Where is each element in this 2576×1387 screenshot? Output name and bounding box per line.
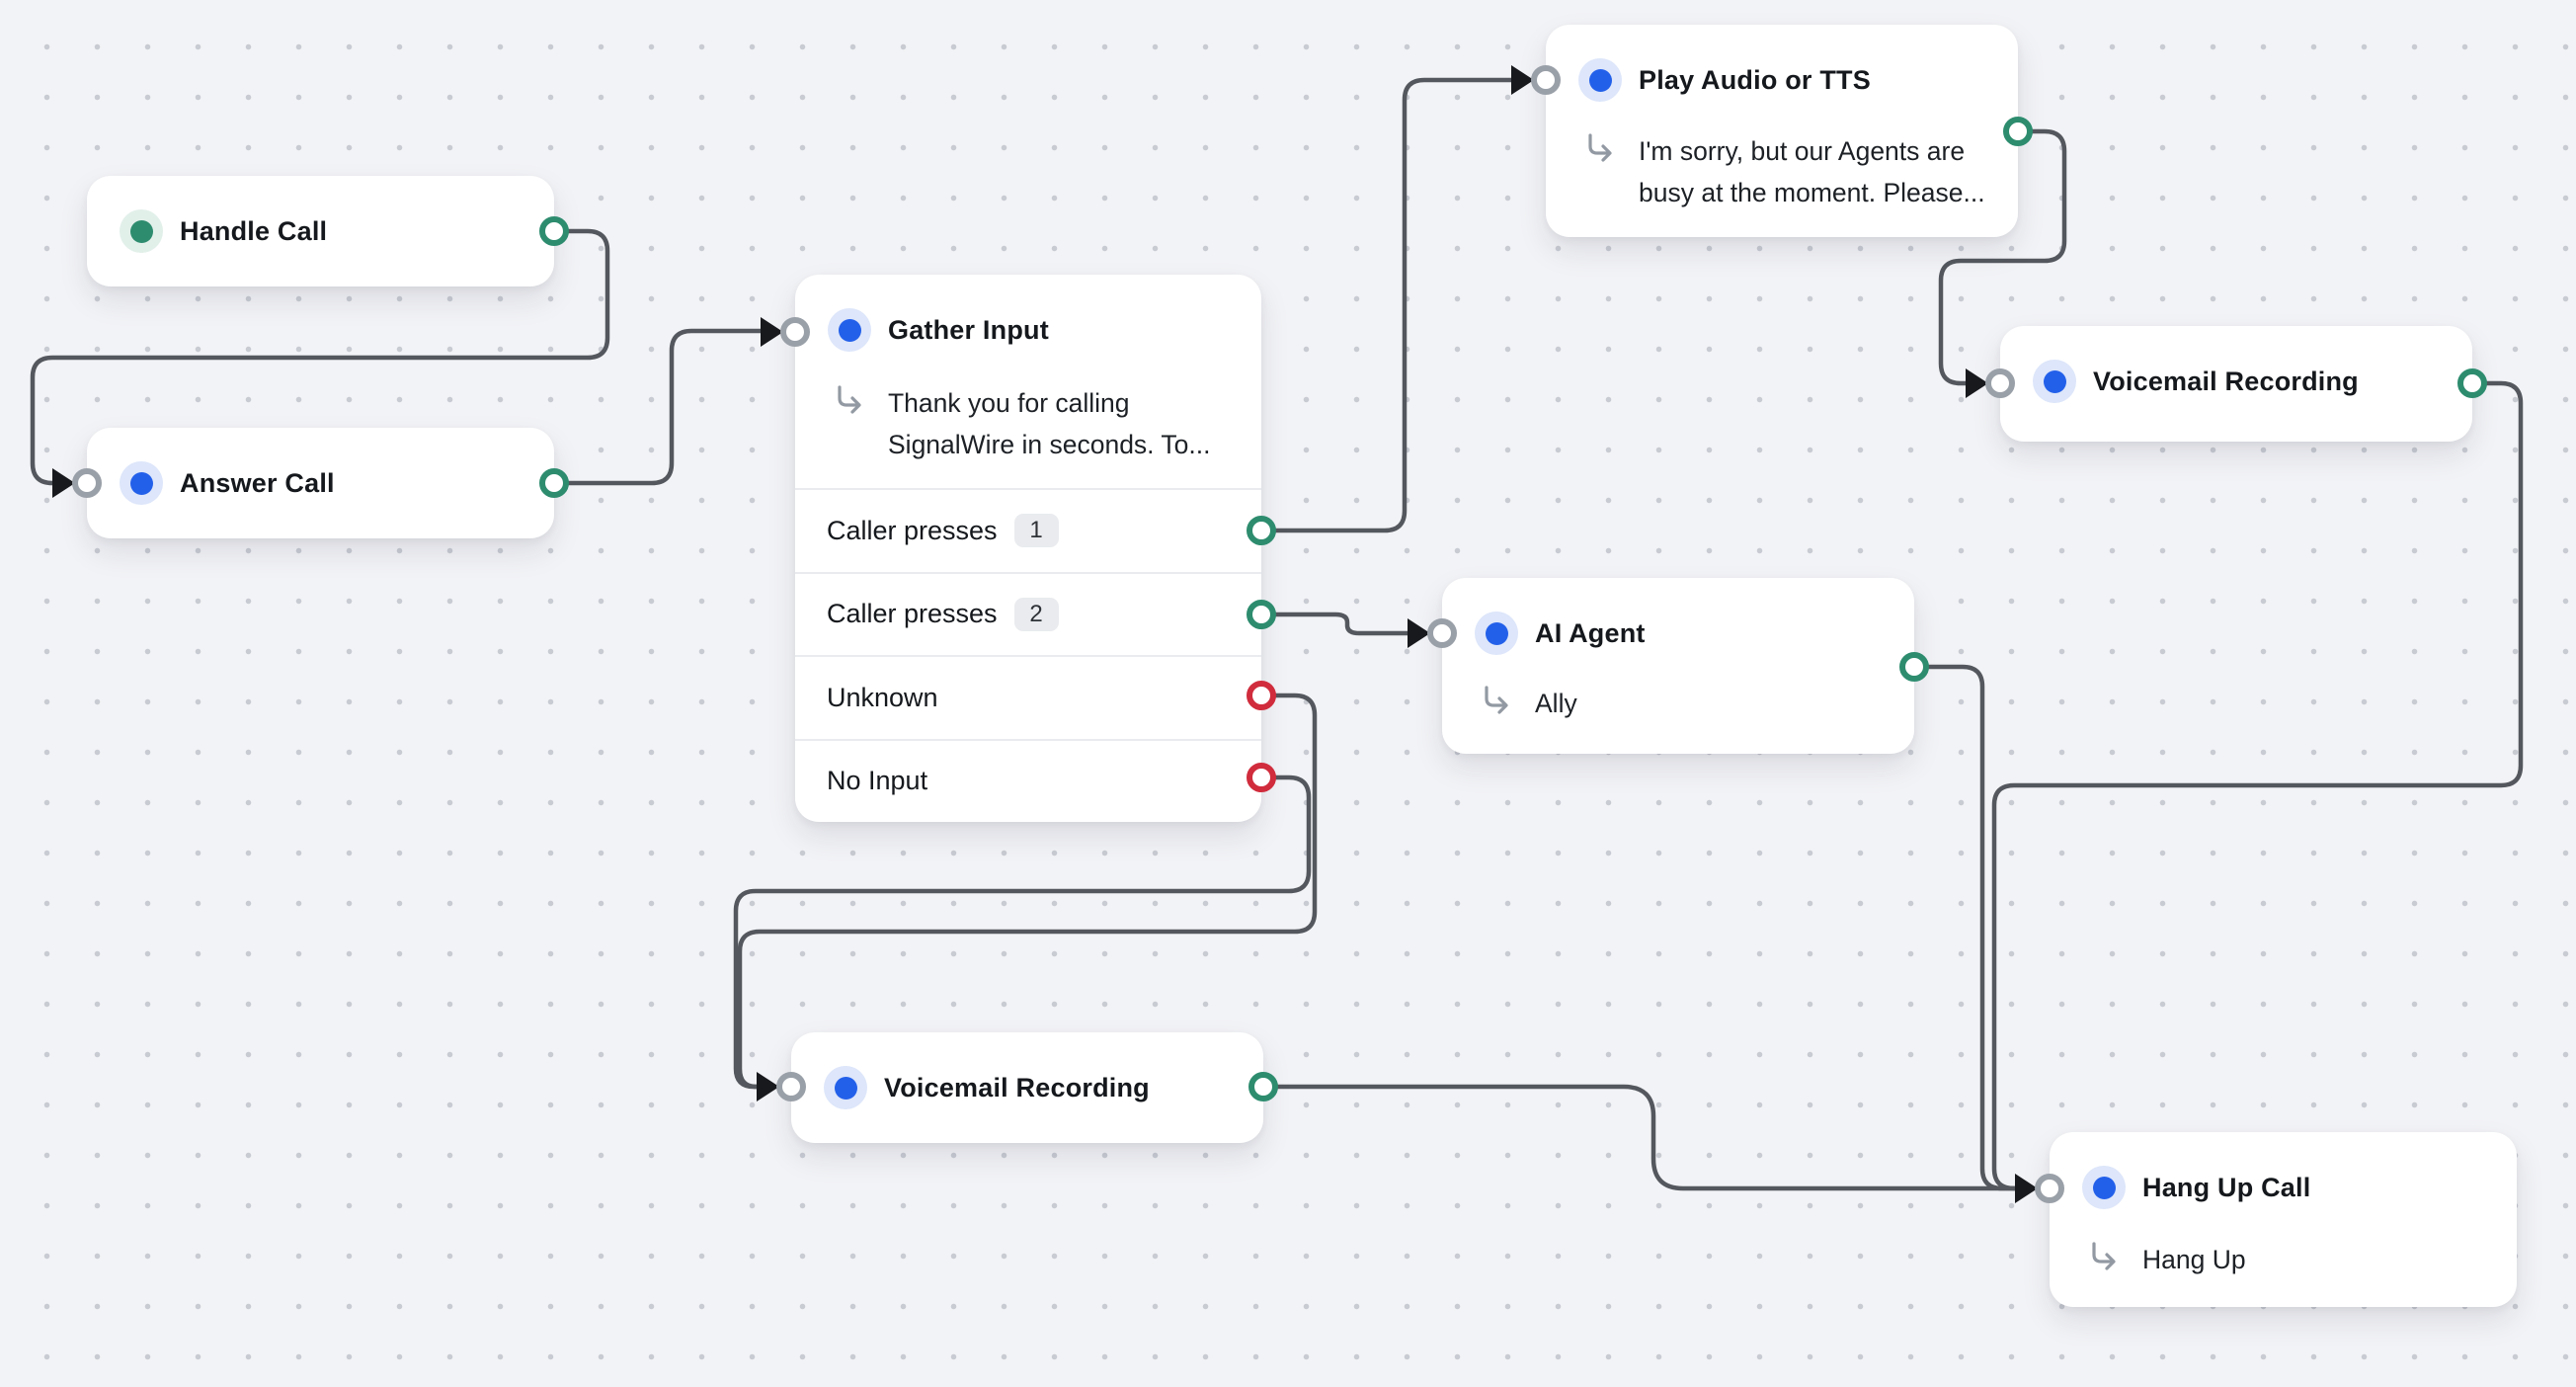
wire-voicemail-right-to-hangup[interactable] <box>1994 383 2521 1188</box>
gather-output-row-no-input[interactable]: No Input <box>795 739 1261 823</box>
prompt-text: Thank you for calling SignalWire in seco… <box>888 382 1211 465</box>
branch-arrow-icon <box>833 384 868 420</box>
node-handle-call[interactable]: Handle Call <box>87 176 554 286</box>
subtitle-text: Hang Up <box>2142 1239 2246 1280</box>
wire-gather2-to-ai-agent[interactable] <box>1261 614 1408 633</box>
digit-badge: 1 <box>1014 514 1059 547</box>
play-audio-icon <box>1578 58 1622 102</box>
gather-input-icon <box>828 308 871 352</box>
subtitle-text: Ally <box>1535 683 1577 724</box>
node-title: Gather Input <box>888 315 1049 346</box>
subtitle-text: I'm sorry, but our Agents are busy at th… <box>1639 130 1985 213</box>
wire-answer-to-gather[interactable] <box>554 331 761 483</box>
node-title: Hang Up Call <box>2142 1173 2310 1203</box>
wire-voicemail-bottom-to-hangup[interactable] <box>1263 1087 2015 1188</box>
input-port[interactable] <box>1427 618 1457 648</box>
node-play-audio-or-tts[interactable]: Play Audio or TTS I'm sorry, but our Age… <box>1546 25 2018 237</box>
node-ai-agent[interactable]: AI Agent Ally <box>1442 578 1914 754</box>
branch-arrow-icon <box>2087 1241 2123 1276</box>
node-header: Handle Call <box>87 176 554 286</box>
node-header: Answer Call <box>87 428 554 538</box>
node-header: Voicemail Recording <box>2000 326 2472 437</box>
node-header: Gather Input <box>795 275 1261 385</box>
node-title: Answer Call <box>180 468 335 499</box>
row-label: No Input <box>827 766 927 796</box>
input-port[interactable] <box>72 468 102 498</box>
wire-gather1-to-play-audio[interactable] <box>1261 80 1511 530</box>
digit-badge: 2 <box>1014 598 1059 631</box>
node-header: AI Agent <box>1442 578 1914 689</box>
row-label: Caller presses <box>827 599 998 629</box>
node-title: Voicemail Recording <box>2093 367 2359 397</box>
node-prompt: Thank you for calling SignalWire in seco… <box>795 382 1261 465</box>
node-title: Voicemail Recording <box>884 1073 1150 1103</box>
node-header: Play Audio or TTS <box>1546 25 2018 135</box>
output-port-caller-presses-2[interactable] <box>1247 600 1276 629</box>
output-port[interactable] <box>2457 368 2487 398</box>
input-port[interactable] <box>776 1072 806 1101</box>
node-subtitle: Ally <box>1442 683 1914 724</box>
output-port[interactable] <box>2003 117 2033 146</box>
branch-arrow-icon <box>1480 685 1515 720</box>
output-port-no-input[interactable] <box>1247 763 1276 792</box>
voicemail-icon <box>2033 360 2076 403</box>
output-port[interactable] <box>1248 1072 1278 1101</box>
hang-up-icon <box>2082 1166 2126 1209</box>
output-port[interactable] <box>539 468 569 498</box>
node-gather-input[interactable]: Gather Input Thank you for calling Signa… <box>795 275 1261 822</box>
row-label: Unknown <box>827 683 938 713</box>
node-subtitle: Hang Up <box>2050 1239 2517 1280</box>
input-port[interactable] <box>1531 65 1561 95</box>
voicemail-icon <box>824 1066 867 1109</box>
input-port[interactable] <box>780 317 810 347</box>
output-port-unknown[interactable] <box>1247 681 1276 710</box>
node-voicemail-recording-right[interactable]: Voicemail Recording <box>2000 326 2472 442</box>
node-hang-up-call[interactable]: Hang Up Call Hang Up <box>2050 1132 2517 1307</box>
node-voicemail-recording-bottom[interactable]: Voicemail Recording <box>791 1032 1263 1143</box>
output-port[interactable] <box>1899 652 1929 682</box>
input-port[interactable] <box>1985 368 2015 398</box>
output-port[interactable] <box>539 216 569 246</box>
gather-output-row-caller-presses-1[interactable]: Caller presses 1 <box>795 488 1261 572</box>
node-subtitle: I'm sorry, but our Agents are busy at th… <box>1546 130 2018 213</box>
output-port-caller-presses-1[interactable] <box>1247 516 1276 545</box>
input-port[interactable] <box>2035 1174 2064 1203</box>
gather-output-row-unknown[interactable]: Unknown <box>795 655 1261 739</box>
branch-arrow-icon <box>1583 132 1619 168</box>
ai-agent-icon <box>1475 612 1518 655</box>
wire-ai-agent-to-hangup[interactable] <box>1914 667 2015 1188</box>
node-title: Handle Call <box>180 216 327 247</box>
handle-call-icon <box>120 209 163 253</box>
gather-output-row-caller-presses-2[interactable]: Caller presses 2 <box>795 572 1261 656</box>
node-header: Voicemail Recording <box>791 1032 1263 1143</box>
node-title: AI Agent <box>1535 618 1646 649</box>
answer-call-icon <box>120 461 163 505</box>
node-title: Play Audio or TTS <box>1639 65 1871 96</box>
node-header: Hang Up Call <box>2050 1132 2517 1243</box>
node-answer-call[interactable]: Answer Call <box>87 428 554 538</box>
row-label: Caller presses <box>827 516 998 546</box>
